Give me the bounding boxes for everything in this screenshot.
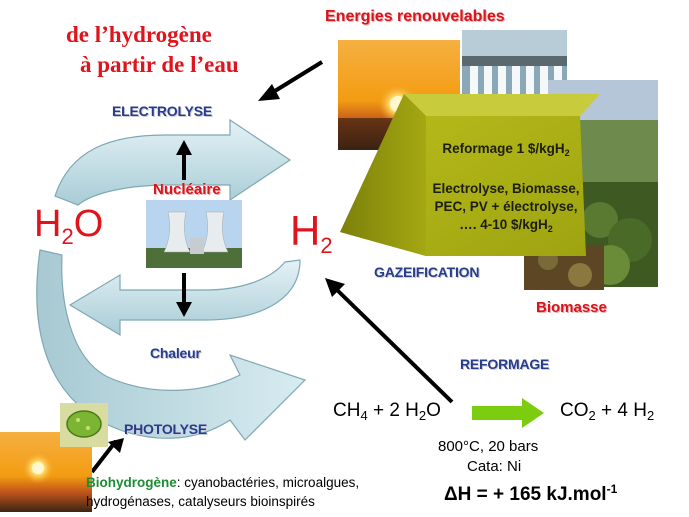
gasification-label: GAZEIFICATION (374, 264, 480, 280)
eq-ch: CH (333, 400, 361, 421)
photolysis-label: PHOTOLYSE (124, 421, 208, 437)
nuclear-label: Nucléaire (153, 181, 221, 198)
enthalpy-symbol: ΔH (444, 484, 472, 505)
biohydrogen-arrow (90, 439, 118, 474)
enthalpy-exp: -1 (606, 482, 618, 496)
cost-prism (340, 94, 600, 256)
renewables-arrow-head (258, 84, 280, 101)
biomass-label: Biomasse (536, 299, 607, 316)
other-costs-line-3: …. 4-10 $/kgH2 (418, 216, 594, 238)
reaction-catalyst: Cata: Ni (467, 458, 522, 475)
eq-co: CO (560, 400, 589, 421)
other-costs-line-1: Electrolyse, Biomasse, (432, 181, 580, 196)
eq-h: + 2 H (367, 400, 419, 421)
reaction-enthalpy: ΔH = + 165 kJ.mol-1 (444, 482, 617, 506)
renewables-arrow (268, 60, 324, 96)
lower-cycle-arrow (36, 249, 307, 441)
other-costs-line-2: PEC, PV + électrolyse, (434, 199, 578, 214)
title-line-2: à partir de l’eau (80, 52, 239, 77)
nuclear-down-arrow-head (176, 302, 192, 317)
upper-cycle-arrow (54, 118, 292, 206)
biohydrogen-line-1: Biohydrogène: cyanobactéries, microalgue… (86, 475, 359, 490)
reforming-cost-text: Reformage 1 $/kgH (442, 141, 565, 156)
biohydrogen-line-2: hydrogénases, catalyseurs bioinspirés (86, 494, 315, 509)
eq-h-sub: 2 (418, 408, 427, 423)
reforming-cost: Reformage 1 $/kgH2 (426, 140, 586, 162)
water-h: H (34, 203, 62, 245)
reforming-arrow-head (325, 278, 345, 297)
title-line-1: de l’hydrogène (66, 22, 212, 47)
heat-label: Chaleur (150, 345, 201, 361)
eq-ch-sub: 4 (360, 408, 368, 423)
biohydrogen-term: Biohydrogène (86, 475, 177, 490)
nuclear-up-arrow-head (176, 140, 192, 155)
equation-lhs: CH4 + 2 H2O (333, 400, 441, 423)
nuclear-plant-photo (146, 200, 242, 268)
hydrogen-formula: H2 (290, 207, 333, 259)
hydrogen-h: H (290, 207, 321, 254)
electrolysis-label: ELECTROLYSE (112, 103, 212, 119)
reaction-conditions: 800°C, 20 bars (438, 438, 539, 455)
eq-h2-sub: 2 (646, 408, 655, 423)
reforming-label: REFORMAGE (460, 356, 550, 372)
microalgae-photo (60, 403, 108, 447)
other-costs-line-3-text: …. 4-10 $/kgH (459, 217, 548, 232)
water-sub: 2 (61, 224, 74, 249)
biohydrogen-rest: : cyanobactéries, microalgues, (176, 475, 360, 490)
water-formula: H2O (34, 203, 103, 250)
eq-co-sub: 2 (588, 408, 596, 423)
enthalpy-value: = + 165 kJ.mol (471, 484, 607, 505)
reaction-arrow-head (522, 398, 544, 428)
hydrogen-sub: 2 (320, 233, 333, 258)
reforming-cost-sub: 2 (564, 148, 570, 158)
other-costs: Electrolyse, Biomasse, PEC, PV + électro… (418, 180, 594, 238)
other-costs-line-3-sub: 2 (547, 224, 553, 234)
reforming-arrow (332, 285, 454, 404)
reaction-arrow-body (472, 406, 524, 420)
eq-h2: + 4 H (595, 400, 647, 421)
water-o: O (73, 203, 104, 245)
eq-o: O (426, 400, 441, 421)
renewables-label: Energies renouvelables (325, 8, 505, 25)
biohydrogen-arrow-head (108, 438, 124, 453)
equation-rhs: CO2 + 4 H2 (560, 400, 654, 423)
